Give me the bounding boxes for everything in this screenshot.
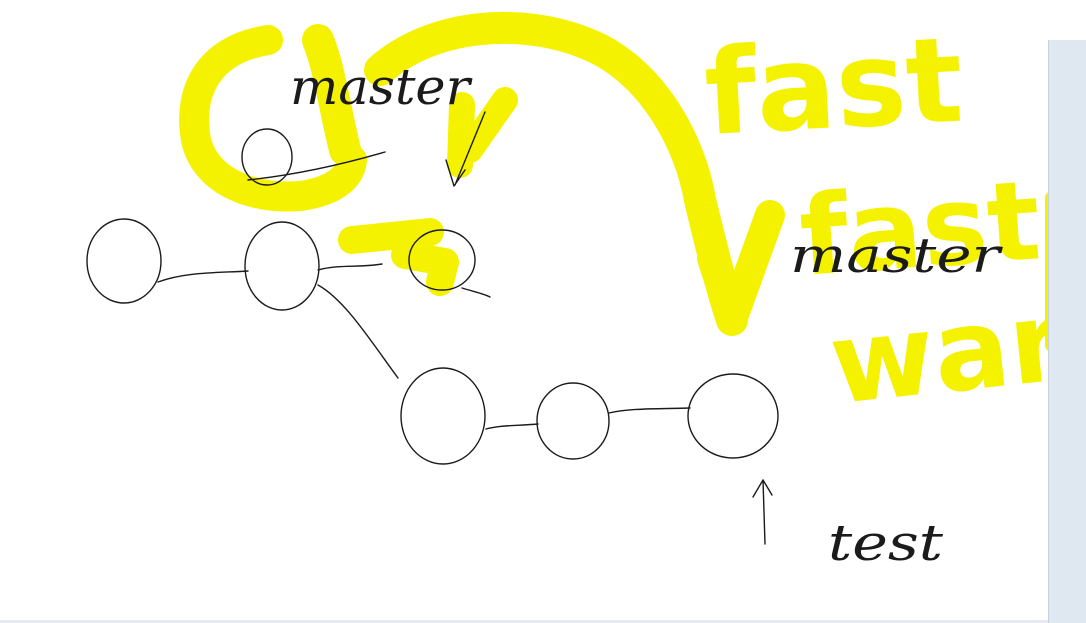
label-test: test	[828, 514, 944, 572]
horizontal-scrollbar[interactable]	[0, 620, 1048, 623]
third-node-tail	[461, 287, 491, 298]
arrow-down-to-master	[445, 111, 486, 187]
annotation-fast: fast	[701, 11, 965, 162]
commit-node-6	[687, 373, 779, 459]
edge-2-4	[317, 284, 399, 379]
highlight-circle-master	[179, 25, 367, 212]
edge-4-5	[485, 423, 539, 430]
commit-node-2	[244, 221, 320, 311]
edge-1-2	[157, 270, 249, 283]
commit-node-4	[400, 367, 486, 465]
arrow-up-test	[752, 479, 773, 545]
edge-2-3	[317, 263, 383, 271]
label-master-top: master	[290, 58, 473, 116]
vertical-scrollbar[interactable]	[1048, 40, 1086, 623]
commit-node-5	[536, 382, 610, 460]
commit-node-1	[86, 218, 162, 304]
label-master-right: master	[790, 228, 1004, 284]
commit-node-3	[408, 229, 476, 291]
highlight-arrow-mark	[447, 87, 518, 178]
master-head-node	[241, 128, 293, 186]
highlight-arrow-head	[697, 200, 785, 335]
highlight-blob	[338, 218, 459, 296]
annotation-fast-line1: fast	[796, 156, 1045, 300]
edge-5-6	[608, 407, 691, 414]
master-head-line	[247, 151, 386, 181]
